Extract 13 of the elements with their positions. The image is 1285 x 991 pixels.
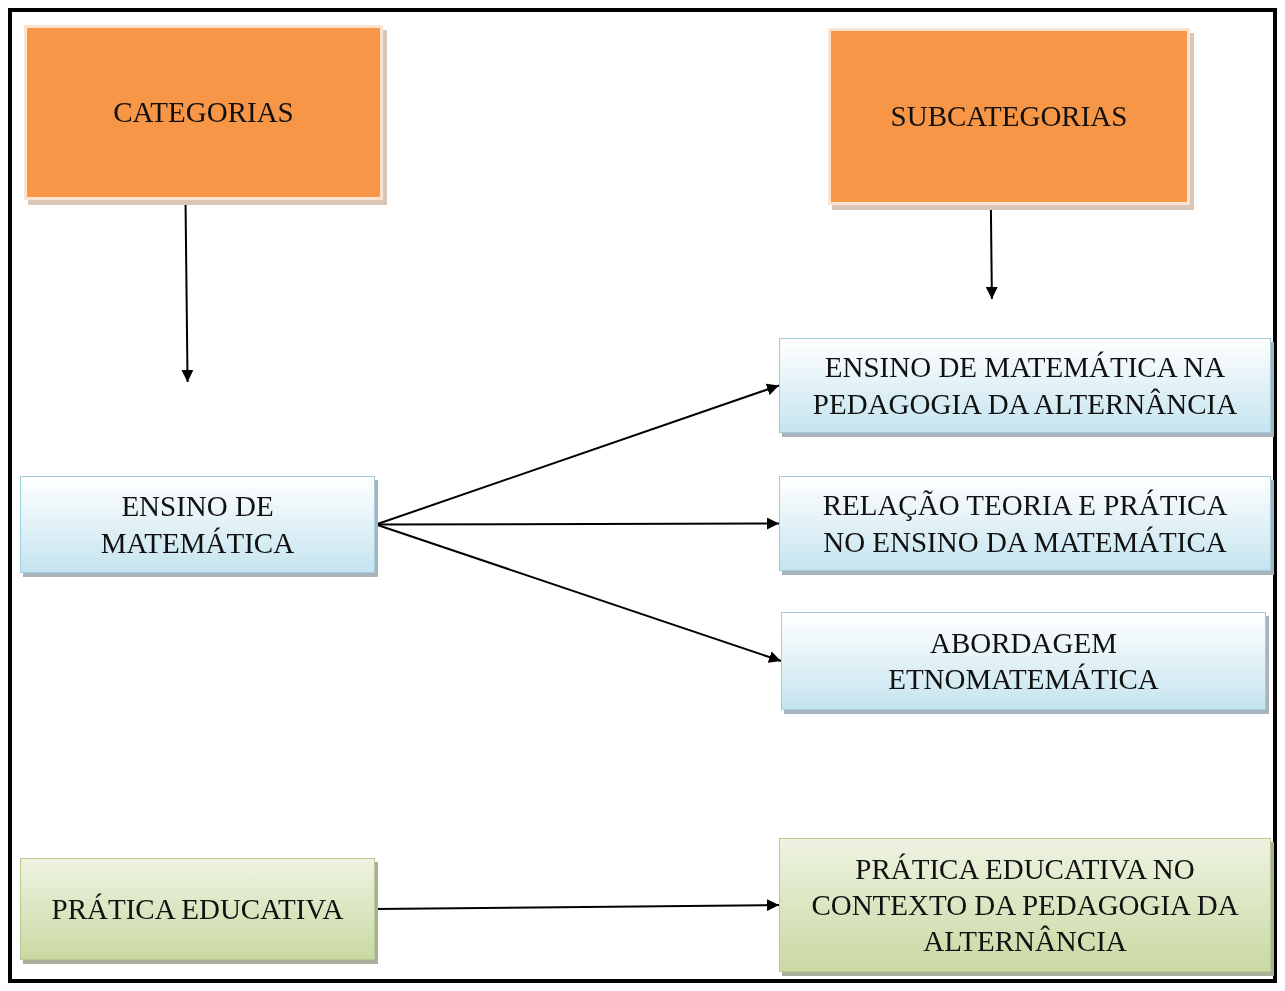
arrow xyxy=(375,899,780,912)
arrow xyxy=(375,523,782,663)
arrow xyxy=(985,208,998,300)
box-label: ENSINO DE MATEMÁTICA xyxy=(99,489,296,561)
box-label: SUBCATEGORIAS xyxy=(890,99,1128,135)
arrow xyxy=(375,517,780,530)
box-label: RELAÇÃO TEORIA E PRÁTICA NO ENSINO DA MATEMÁTICA xyxy=(821,488,1229,560)
arrow xyxy=(181,203,194,383)
box-label: ABORDAGEM ETNOMATEMÁTICA xyxy=(887,625,1160,697)
box-label: PRÁTICA EDUCATIVA NO CONTEXTO DA PEDAGOGIA DA ALTERNÂNCIA xyxy=(810,851,1240,960)
box-label: CATEGORIAS xyxy=(113,95,294,131)
box-label: PRÁTICA EDUCATIVA xyxy=(51,891,344,927)
box-label: ENSINO DE MATEMÁTICA NA PEDAGOGIA DA ALTERNÂNCIA xyxy=(811,350,1239,422)
